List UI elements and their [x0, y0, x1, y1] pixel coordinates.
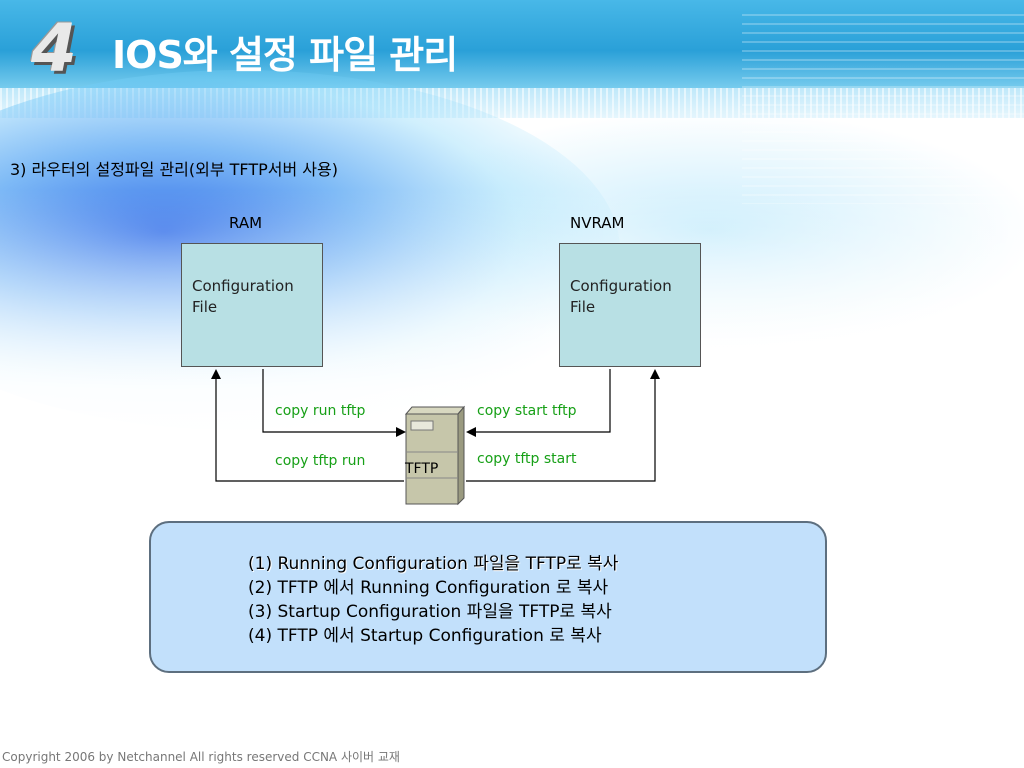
- tftp-server-label: TFTP: [405, 461, 439, 477]
- copy-run-tftp-label: copy run tftp: [275, 403, 366, 419]
- ram-config-box: Configuration File: [181, 243, 323, 367]
- note-line-4: (4) TFTP 에서 Startup Configuration 로 복사: [248, 626, 602, 646]
- ram-config-text: Configuration File: [192, 277, 294, 316]
- ram-label: RAM: [229, 214, 263, 232]
- copy-start-tftp-label: copy start tftp: [477, 403, 577, 419]
- copy-tftp-start-label: copy tftp start: [477, 451, 577, 467]
- nvram-label: NVRAM: [570, 214, 625, 232]
- arrow-tftp-to-run: [211, 369, 404, 482]
- background-fade: [0, 190, 1024, 520]
- arrow-run-to-tftp: [262, 369, 406, 437]
- slide-subtitle: 3) 라우터의 설정파일 관리(외부 TFTP서버 사용): [10, 160, 338, 179]
- notes-list: (1) Running Configuration 파일을 TFTP로 복사 (…: [248, 552, 618, 648]
- copyright-footer: Copyright 2006 by Netchannel All rights …: [2, 750, 400, 764]
- slide-title: IOS와 설정 파일 관리: [112, 33, 458, 77]
- nvram-config-text: Configuration File: [570, 277, 672, 316]
- note-line-3: (3) Startup Configuration 파일을 TFTP로 복사: [248, 602, 612, 622]
- note-line-2: (2) TFTP 에서 Running Configuration 로 복사: [248, 578, 609, 598]
- note-line-1: (1) Running Configuration 파일을 TFTP로 복사: [248, 554, 619, 574]
- nvram-config-box: Configuration File: [559, 243, 701, 367]
- arrow-start-to-tftp: [466, 369, 611, 437]
- decorative-text-texture: [742, 14, 1024, 204]
- tftp-server-icon: [404, 405, 466, 506]
- notes-box: [149, 521, 827, 673]
- slide-number-badge: 4: [31, 10, 77, 87]
- copy-tftp-run-label: copy tftp run: [275, 453, 366, 469]
- arrow-tftp-to-start: [466, 369, 660, 482]
